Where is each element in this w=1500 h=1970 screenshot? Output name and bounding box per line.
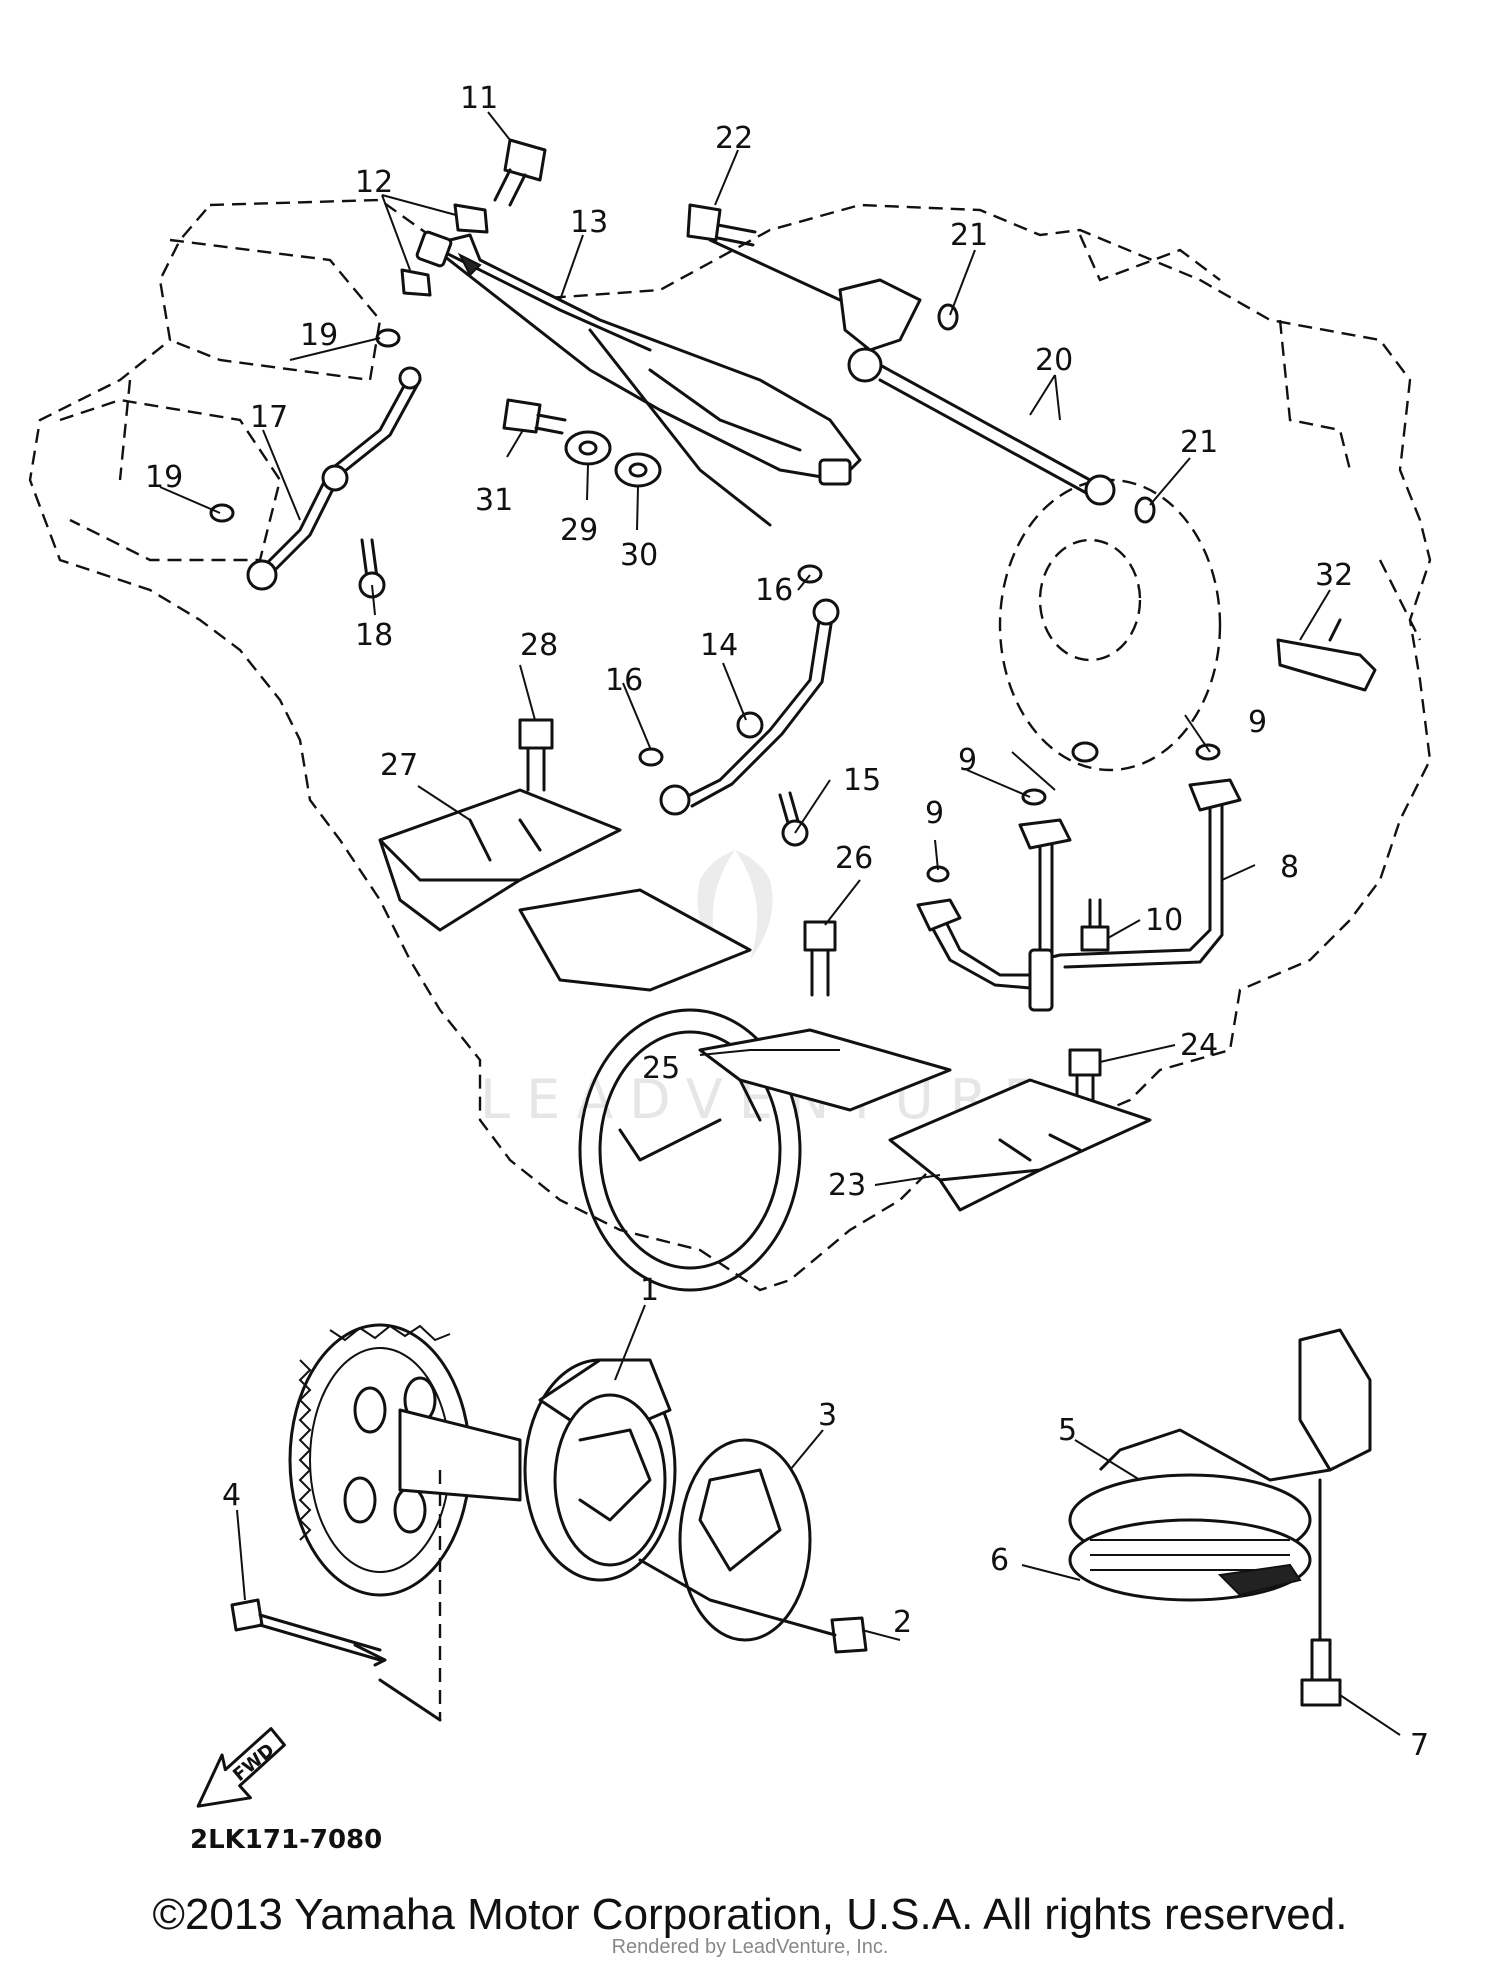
callout-10: 10 <box>1145 903 1183 938</box>
callout-2: 2 <box>893 1605 912 1640</box>
oil-pipe-11-body <box>428 233 862 482</box>
callout-22: 22 <box>715 121 753 156</box>
callout-13: 11 <box>460 81 498 116</box>
callout-15: 15 <box>843 763 881 798</box>
callout-4: 4 <box>222 1478 241 1513</box>
callout-9-left: 9 <box>925 796 944 831</box>
render-credit: Rendered by LeadVenture, Inc. <box>611 1936 889 1958</box>
callout-16-lower: 16 <box>605 663 643 698</box>
callout-24: 24 <box>1180 1028 1218 1063</box>
oil-delivery-pipes <box>209 203 1377 1012</box>
callout-11: 13 <box>570 205 608 240</box>
drawing-number: 2LK171-7080 <box>190 1825 382 1855</box>
callout-19-lower: 19 <box>145 460 183 495</box>
callout-8: 8 <box>1280 850 1299 885</box>
callout-1: 1 <box>640 1273 659 1308</box>
leader-lines <box>159 111 1401 1736</box>
callout-7: 7 <box>1410 1728 1429 1763</box>
oil-strainer-assembly <box>1068 1328 1372 1707</box>
callout-14: 14 <box>700 628 738 663</box>
callout-20: 20 <box>1035 343 1073 378</box>
callout-16-upper: 16 <box>755 573 793 608</box>
callout-29: 29 <box>560 513 598 548</box>
callout-30: 30 <box>620 538 658 573</box>
callout-6: 6 <box>990 1543 1009 1578</box>
callout-23: 23 <box>828 1168 866 1203</box>
oil-pump-assembly <box>230 1323 868 1722</box>
callout-21-upper: 21 <box>950 218 988 253</box>
callout-25: 25 <box>642 1051 680 1086</box>
callout-27: 27 <box>380 748 418 783</box>
callout-19-upper: 19 <box>300 318 338 353</box>
callout-18: 18 <box>355 618 393 653</box>
callout-21-lower: 21 <box>1180 425 1218 460</box>
lower-ring-outline <box>578 1008 802 1292</box>
callout-28: 28 <box>520 628 558 663</box>
callout-12: 12 <box>355 165 393 200</box>
oil-baffle-plates <box>378 788 1152 1212</box>
callout-32: 32 <box>1315 558 1353 593</box>
fwd-arrow: FWD <box>196 1727 286 1808</box>
copyright-notice: ©2013 Yamaha Motor Corporation, U.S.A. A… <box>152 1890 1348 1939</box>
callout-numbers: 11 12 13 22 21 20 21 32 19 19 17 18 31 2… <box>145 81 1429 1763</box>
callout-5: 5 <box>1058 1413 1077 1448</box>
callout-9-right: 9 <box>1248 705 1267 740</box>
callout-3: 3 <box>818 1398 837 1433</box>
callout-17: 17 <box>250 400 288 435</box>
callout-9-middle: 9 <box>958 743 977 778</box>
callout-26: 26 <box>835 841 873 876</box>
callout-31: 31 <box>475 483 513 518</box>
